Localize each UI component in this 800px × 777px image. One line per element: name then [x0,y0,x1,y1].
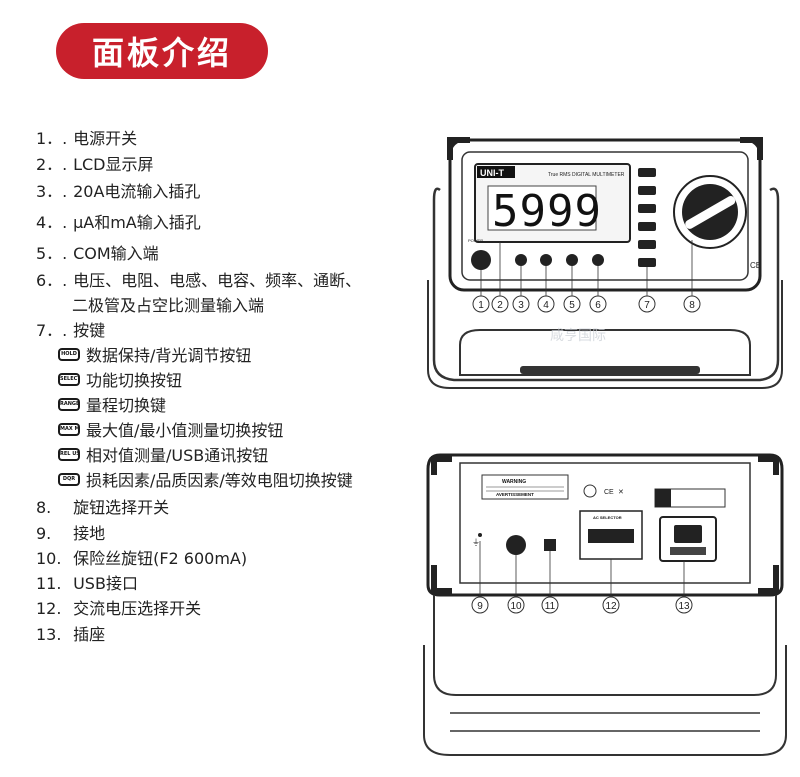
list-item: 2．. LCD显示屏 [36,155,154,174]
svg-text:CE: CE [604,489,614,496]
maxmin-button[interactable] [638,222,656,231]
list-item: 4．. μA和mA输入插孔 [36,213,201,232]
list-item: 二极管及占空比测量输入端 [72,296,265,315]
svg-text:6: 6 [595,300,601,311]
list-item: 10. 保险丝旋钮(F2 600mA) [36,549,248,568]
svg-text:12: 12 [605,601,617,612]
rel-usb-button[interactable] [638,240,656,249]
dqr-key-icon: DQR [58,473,80,486]
usb-port[interactable] [544,539,556,551]
list-item: 13. 插座 [36,625,106,644]
front-buttons [638,168,656,267]
list-item: 1．. 电源开关 [36,129,138,148]
power-socket[interactable] [674,525,702,543]
svg-text:5: 5 [569,300,575,311]
avertissement-label: AVERTISSEMENT [496,492,534,497]
svg-text:7: 7 [644,300,650,311]
front-panel-diagram: UNI-T True RMS DIGITAL MULTIMETER 5999 C… [427,137,783,389]
svg-text:9: 9 [477,601,483,612]
jack-ua-ma[interactable] [540,254,552,266]
page-title: 面板介绍 [56,23,268,79]
maxmin-key-icon: MAX MIN [58,423,80,436]
svg-text:2: 2 [497,300,503,311]
fuse-holder[interactable] [506,535,526,555]
list-item: 9. 接地 [36,524,106,543]
list-item: 8. 旋钮选择开关 [36,498,170,517]
power-button[interactable] [471,250,491,270]
list-item: 11. USB接口 [36,574,138,593]
rel-usb-key-icon: REL USB [58,448,80,461]
svg-text:✕: ✕ [618,489,624,496]
key-item: MAX MIN最大值/最小值测量切换按钮 [58,421,284,440]
svg-text:3: 3 [518,300,524,311]
dqr-button[interactable] [638,258,656,267]
ground-terminal [478,533,482,537]
list-item: 7．. 按键 [36,321,106,340]
key-item: REL USB相对值测量/USB通讯按钮 [58,446,269,465]
svg-text:8: 8 [689,300,695,311]
model-label: True RMS DIGITAL MULTIMETER [548,172,625,178]
svg-text:⏚: ⏚ [472,538,480,547]
hold-button[interactable] [638,168,656,177]
lcd-display: 5999 [492,186,602,237]
back-panel-diagram: WARNING AVERTISSEMENT CE ✕ ⏚ AC SELECTOR… [423,453,787,756]
watermark: 咸亨国际 [550,327,606,344]
warning-label: WARNING [502,479,526,485]
select-button[interactable] [638,186,656,195]
svg-text:CE: CE [750,261,761,270]
list-item: 3．. 20A电流输入插孔 [36,182,201,201]
jack-com[interactable] [566,254,578,266]
list-item: 5．. COM输入端 [36,244,159,263]
svg-text:4: 4 [543,300,549,311]
svg-text:1: 1 [478,300,484,311]
select-key-icon: SELECT [58,373,80,386]
svg-text:11: 11 [545,601,556,612]
svg-text:10: 10 [510,601,522,612]
range-key-icon: RANGE [58,398,80,411]
jack-20a[interactable] [515,254,527,266]
ac-selector-switch[interactable] [588,529,634,543]
brand-label: UNI-T [480,168,504,178]
list-item: 6．. 电压、电阻、电感、电容、频率、通断、 [36,271,362,290]
jack-v-ohm[interactable] [592,254,604,266]
list-item: 12. 交流电压选择开关 [36,599,202,618]
svg-text:13: 13 [678,601,690,612]
power-label: POWER [468,238,483,243]
range-button[interactable] [638,204,656,213]
key-item: SELECT功能切换按钮 [58,371,183,390]
hold-key-icon: HOLD [58,348,80,361]
ac-selector-label: AC SELECTOR [593,515,622,520]
